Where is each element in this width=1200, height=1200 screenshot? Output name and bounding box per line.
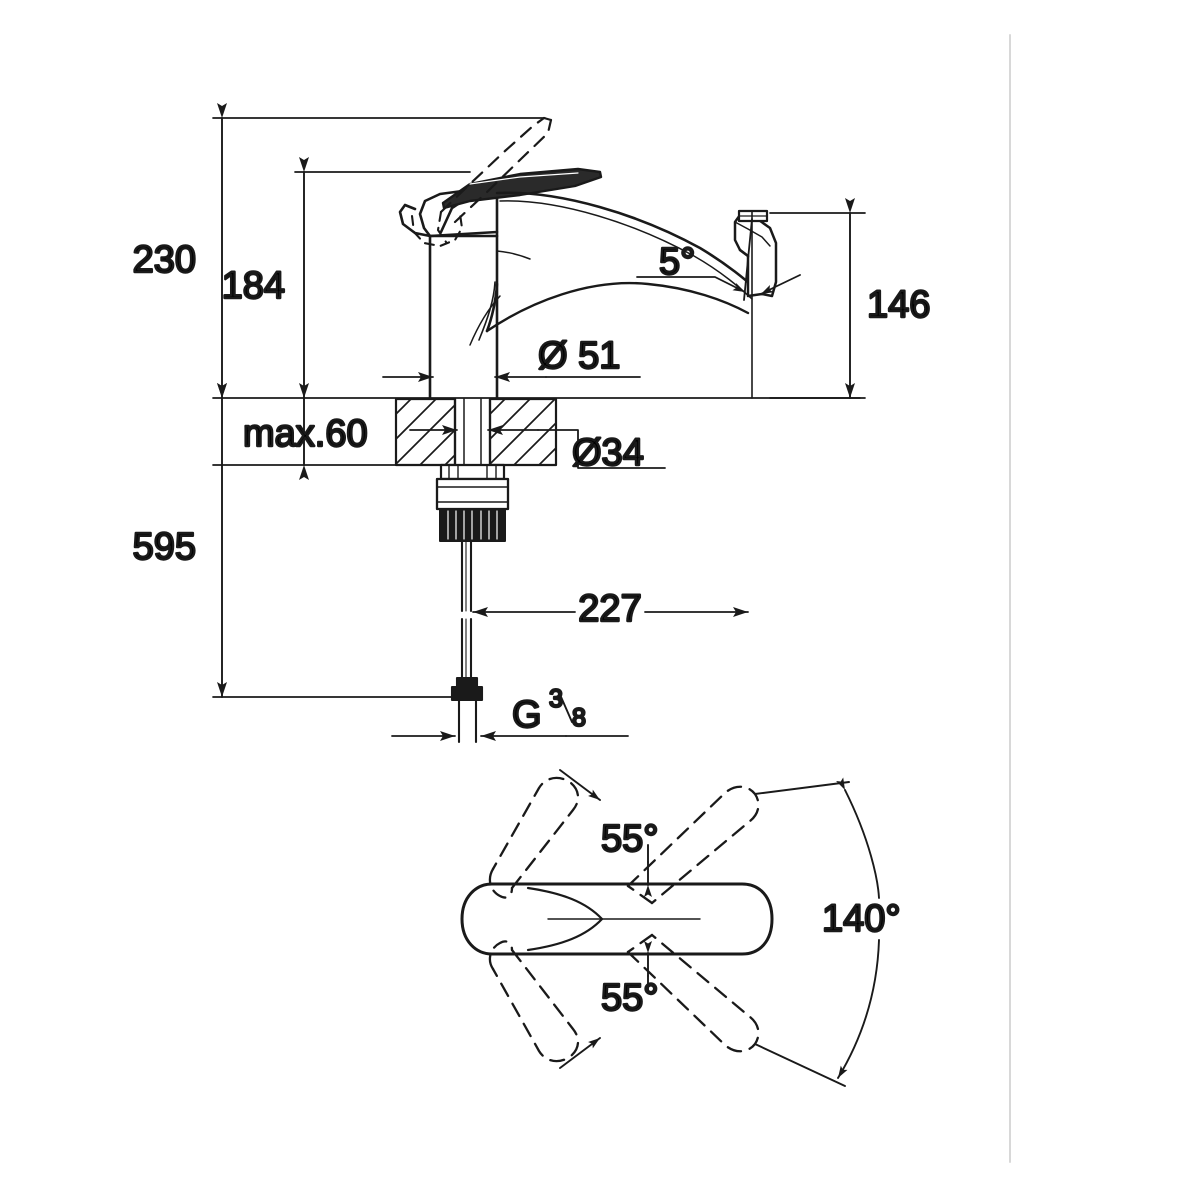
faucet-lever-hinge-dashed [410, 210, 464, 248]
dimension-label-5deg: 5° [659, 241, 695, 283]
dimension-thread-size: G 3 8 [391, 684, 629, 741]
worktop-section [394, 397, 558, 467]
dimension-label-230: 230 [133, 239, 196, 281]
dimension-label-55-lower: 55° [601, 977, 658, 1019]
dimension-label-d34: Ø34 [572, 432, 644, 474]
extension-lines [212, 117, 866, 698]
plan-swivel-leader-lines [754, 781, 850, 1087]
dimension-label-55-upper: 55° [601, 818, 658, 860]
faucet-shank [453, 397, 492, 467]
dimension-spout-height: 146 [845, 198, 932, 399]
fixing-nut-assembly [435, 463, 510, 542]
dimension-total-height: 230 [131, 103, 227, 399]
plan-spout-dashed-upper-left [488, 776, 580, 899]
dimension-swivel-upper: 55° [559, 769, 660, 897]
dimension-label-146: 146 [867, 284, 930, 326]
dimension-swivel-total: 140° [821, 777, 902, 1079]
faucet-spout [469, 191, 764, 346]
dimension-label-thread-G: G [512, 694, 542, 736]
plan-spout-solid [460, 882, 774, 956]
dimension-spout-reach: 227 [472, 587, 749, 631]
dimension-label-140: 140° [822, 898, 901, 940]
faucet-lever-raised-dashed [439, 116, 553, 224]
dimension-label-thread-numerator: 3 [549, 685, 563, 713]
faucet-outlet-head [733, 213, 778, 298]
dimension-label-max60: max.60 [243, 413, 368, 455]
dimension-label-184: 184 [222, 265, 285, 307]
dimension-hole-diameter: Ø34 [409, 425, 666, 475]
dimension-label-227: 227 [578, 588, 641, 630]
faucet-aerator [737, 209, 769, 223]
plan-spout-dashed-lower-left [488, 940, 580, 1063]
dimension-label-thread-denominator: 8 [572, 704, 586, 732]
dimension-worktop-thickness: max.60 [242, 397, 369, 480]
dimension-outlet-angle: 5° [636, 218, 801, 301]
dimension-label-d51: Ø 51 [538, 335, 620, 377]
dimension-base-diameter: Ø 51 [382, 334, 641, 382]
dimension-body-height: 184 [220, 157, 309, 399]
dimension-overall-depth: 595 [131, 383, 227, 698]
dimension-label-595: 595 [133, 526, 196, 568]
connection-hose [450, 539, 484, 744]
dimension-swivel-lower: 55° [559, 941, 660, 1069]
faucet-body [428, 230, 499, 400]
